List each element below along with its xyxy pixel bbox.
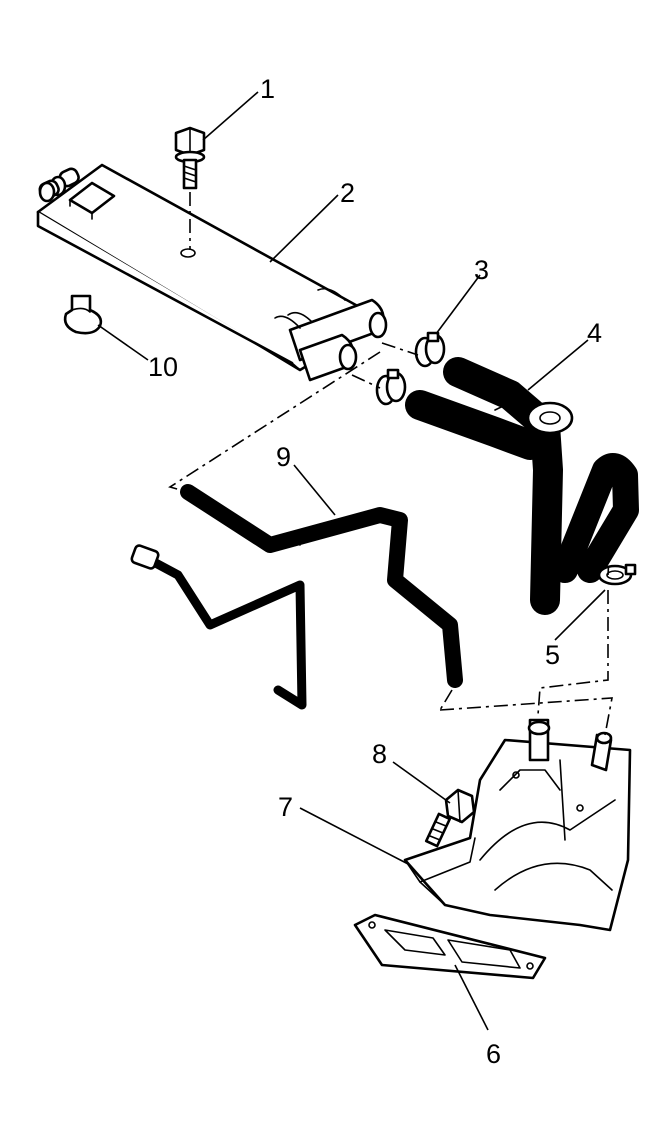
- line-9: [180, 484, 463, 688]
- callout-1: 1: [260, 74, 275, 104]
- callout-9: 9: [276, 442, 291, 472]
- callout-3: 3: [474, 255, 489, 285]
- callout-8: 8: [372, 739, 387, 769]
- callout-7: 7: [278, 792, 293, 822]
- callout-4: 4: [587, 318, 602, 348]
- hose-clamps-3: [375, 331, 446, 406]
- bolt-8: [424, 788, 476, 848]
- housing-7: [403, 718, 632, 932]
- leader-lines: [97, 91, 606, 1031]
- clamp-5: [597, 563, 637, 586]
- bolt-1: [174, 126, 206, 250]
- assembly-lines: [168, 342, 613, 736]
- callout-5: 5: [545, 640, 560, 670]
- clip-10: [63, 294, 103, 335]
- sensor-wire: [130, 544, 307, 710]
- cooler-plate-assembly: [36, 163, 388, 382]
- callout-labels: 1 2 3 4 5 6 7 8 9 10: [148, 74, 602, 1069]
- gasket-6: [353, 913, 547, 980]
- callout-10: 10: [148, 352, 178, 382]
- callout-2: 2: [340, 178, 355, 208]
- hose-assembly-4: [405, 357, 639, 615]
- callout-6: 6: [486, 1039, 501, 1069]
